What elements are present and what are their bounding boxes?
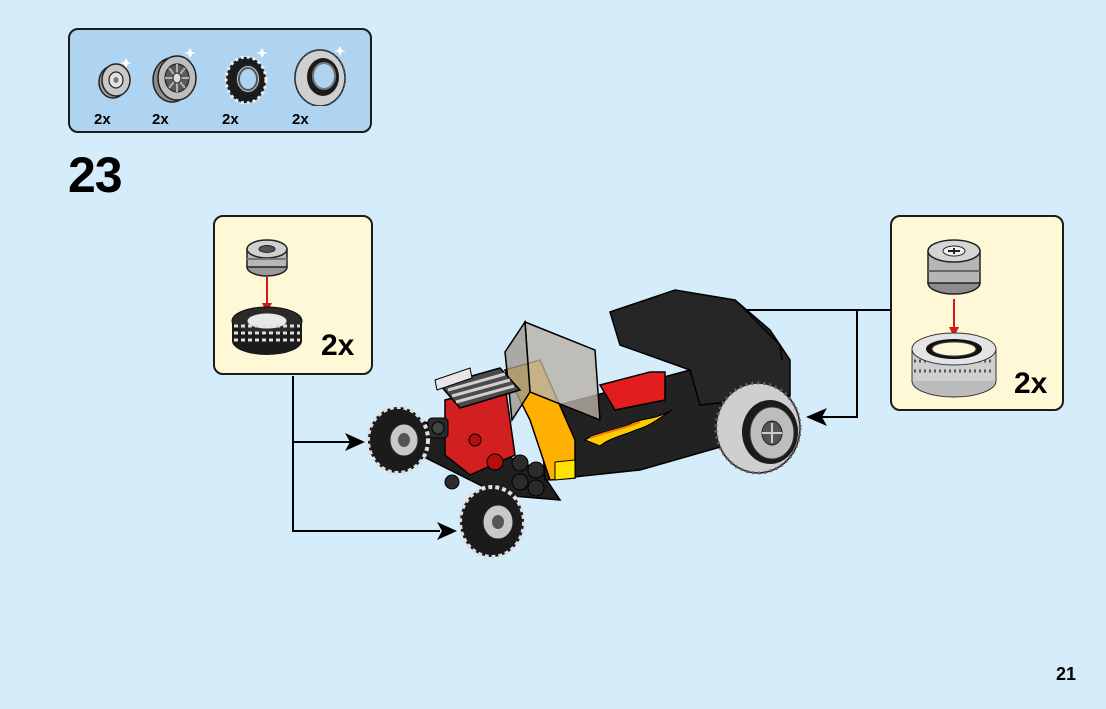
large-tire-part: 2x [290, 36, 350, 128]
rear-wheel-callout: 2x [890, 215, 1064, 411]
large-tire-qty: 2x [292, 111, 309, 128]
small-tire-icon [224, 48, 268, 105]
page-number: 21 [1056, 664, 1077, 684]
large-wheel-rim-part: 2x [150, 36, 210, 128]
arrow-to-front-right-wheel [345, 433, 365, 451]
front-right-wheel [366, 405, 430, 475]
small-wheel-rim-icon [98, 58, 132, 99]
parts-list-panel: 2x 2x 2x 2x [68, 28, 372, 133]
small-tire-qty: 2x [222, 111, 239, 128]
front-left-wheel [458, 485, 526, 559]
small-wheel-rim-part: 2x [92, 36, 152, 128]
arrow-to-front-left-wheel [437, 522, 457, 540]
large-wheel-rim-qty: 2x [152, 111, 169, 128]
arrow-to-rear-wheel [806, 408, 827, 426]
large-wheel-rim-icon [152, 48, 197, 103]
step-number: 23 [68, 147, 123, 203]
front-wheel-callout: 2x [213, 215, 373, 375]
front-wheel-assembly-icon [231, 239, 303, 355]
small-tire-part: 2x [220, 36, 280, 128]
front-wheel-arrows [292, 376, 440, 532]
small-wheel-rim-qty: 2x [94, 111, 111, 128]
rear-wheel-qty: 2x [1014, 367, 1048, 400]
front-wheel-qty: 2x [321, 329, 355, 362]
rear-wheel [714, 381, 802, 475]
large-tire-icon [294, 46, 346, 106]
rear-wheel-assembly-icon [911, 239, 997, 398]
rear-wheel-arrows [725, 309, 890, 418]
